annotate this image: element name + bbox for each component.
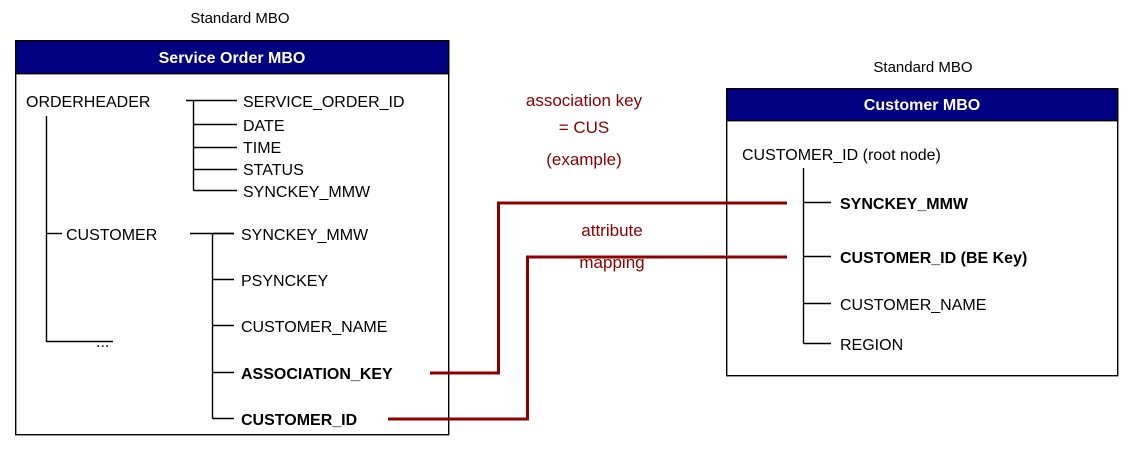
customer-mbo-title: Customer MBO [864,97,980,114]
annotation-association-key-line1: association key [526,91,643,110]
attr-synckey-mmw-order: SYNCKEY_MMW [243,184,371,201]
service-order-mbo-box [14,40,450,436]
attr-synckey-mmw-right: SYNCKEY_MMW [840,196,969,213]
link-association-key-to-synckey [430,201,787,375]
service-order-mbo-title: Service Order MBO [159,50,306,67]
service-order-mbo-header [14,40,450,75]
annotation-attribute-mapping-line2: mapping [579,253,644,272]
customer-mbo-root-node: CUSTOMER_ID (root node) [742,147,941,164]
annotation-association-key: association key = CUS (example) [526,91,643,169]
link-customer-id-to-customer-id [388,255,787,421]
attr-customer-name-left: CUSTOMER_NAME [241,319,387,336]
mapping-connectors [388,201,787,421]
customer-mbo-header [726,87,1119,122]
annotation-association-key-line3: (example) [546,150,622,169]
attr-customer-id-be-key: CUSTOMER_ID (BE Key) [840,250,1027,267]
left-panel-caption: Standard MBO [190,10,289,27]
attr-time: TIME [243,140,281,157]
group-label-orderheader: ORDERHEADER [26,94,150,111]
attr-psynckey: PSYNCKEY [241,273,328,290]
attr-customer-id-left: CUSTOMER_ID [241,412,357,429]
annotation-association-key-line2: = CUS [559,118,610,137]
service-order-mbo-panel: Standard MBO Service Order MBO ORDERHEAD… [14,10,450,436]
group-label-customer: CUSTOMER [66,227,157,244]
root-trunk-line [45,116,113,343]
right-panel-caption: Standard MBO [873,59,972,76]
annotation-attribute-mapping: attribute mapping [579,221,644,272]
attr-customer-name-right: CUSTOMER_NAME [840,297,986,314]
attr-region: REGION [840,337,903,354]
customer-mbo-panel: Standard MBO Customer MBO CUSTOMER_ID (r… [726,59,1119,377]
attr-date: DATE [243,118,284,135]
attr-association-key: ASSOCIATION_KEY [241,366,393,383]
customer-mbo-box [726,87,1119,377]
attr-status: STATUS [243,162,304,179]
group-label-ellipsis: ... [96,334,109,351]
attr-synckey-mmw-customer: SYNCKEY_MMW [241,227,369,244]
attr-service-order-id: SERVICE_ORDER_ID [243,94,405,111]
annotation-attribute-mapping-line1: attribute [581,221,642,240]
